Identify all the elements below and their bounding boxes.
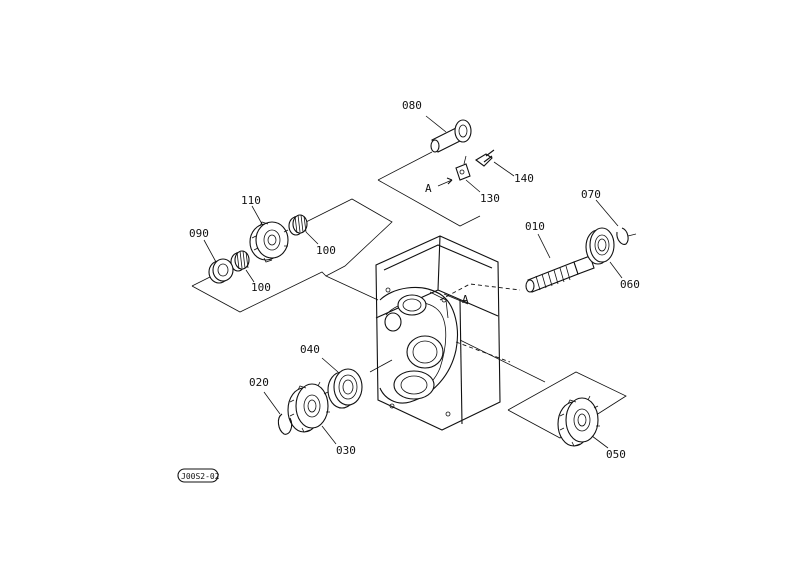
label-030: 030 — [336, 444, 356, 457]
part-110-idler-gear — [249, 205, 289, 263]
part-130-lock-plate — [437, 155, 481, 193]
label-080: 080 — [402, 99, 422, 112]
label-130: 130 — [480, 192, 500, 205]
label-110: 110 — [241, 194, 261, 207]
label-060: 060 — [620, 278, 640, 291]
assembly-lines — [191, 151, 627, 439]
part-050-gear — [557, 395, 609, 449]
part-080-pin — [425, 115, 472, 153]
part-060-bearing — [585, 227, 623, 279]
part-010-shaft — [525, 233, 595, 293]
part-030-gear — [287, 381, 337, 445]
label-140: 140 — [514, 172, 534, 185]
part-070-circlip — [595, 199, 637, 245]
label-050: 050 — [606, 448, 626, 461]
label-marker-a-case: A — [462, 293, 469, 306]
part-labels: 080 140 130 A 070 010 060 110 090 100 10… — [189, 99, 640, 461]
part-020-circlip — [263, 391, 293, 435]
label-010: 010 — [525, 220, 545, 233]
label-040: 040 — [300, 343, 320, 356]
label-marker-a-top: A — [425, 182, 432, 195]
part-100-needle-bearing-left — [230, 250, 255, 283]
label-020: 020 — [249, 376, 269, 389]
label-100-right: 100 — [316, 244, 336, 257]
part-100-needle-bearing-right — [288, 214, 319, 245]
drawing-code-text: J00S2-02 — [181, 472, 220, 481]
label-090: 090 — [189, 227, 209, 240]
gearbox-housing — [375, 235, 501, 431]
part-040-bearing — [321, 357, 363, 409]
drawing-code-stamp: J00S2-02 — [177, 468, 220, 483]
part-090-collar — [203, 239, 234, 284]
part-140-bolt — [475, 149, 515, 177]
label-100-left: 100 — [251, 281, 271, 294]
label-070: 070 — [581, 188, 601, 201]
